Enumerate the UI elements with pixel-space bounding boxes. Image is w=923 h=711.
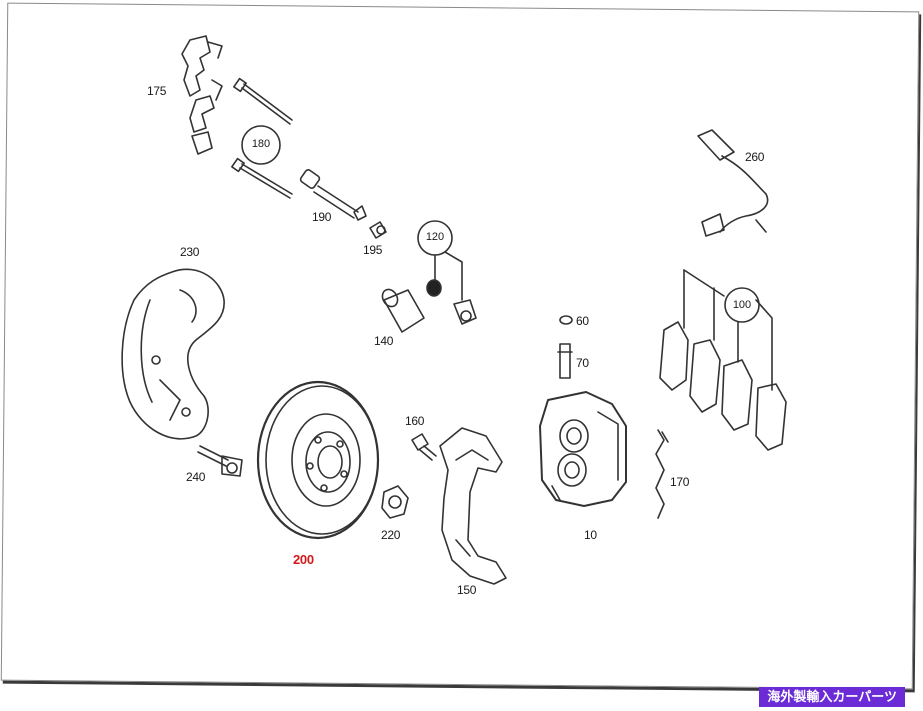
label-175: 175 — [147, 84, 167, 98]
brake-pads-100 — [659, 269, 787, 451]
label-260: 260 — [745, 150, 765, 164]
spring-170 — [655, 429, 669, 519]
brake-disc-200 — [256, 380, 380, 540]
pin-70 — [557, 343, 573, 379]
sleeve-140 — [381, 288, 425, 333]
label-190: 190 — [312, 210, 332, 224]
cap-60 — [559, 315, 573, 325]
label-160: 160 — [405, 414, 425, 428]
label-60: 60 — [576, 314, 589, 328]
label-195: 195 — [363, 243, 383, 257]
bolt-240 — [197, 445, 243, 477]
label-120: 120 — [425, 231, 445, 243]
nut-220 — [381, 485, 409, 519]
label-240: 240 — [186, 470, 206, 484]
caliper-bracket-150 — [439, 427, 507, 585]
label-10: 10 — [584, 528, 597, 542]
label-180: 180 — [251, 138, 271, 150]
guide-pins-180 — [231, 77, 293, 199]
label-70: 70 — [576, 356, 589, 370]
caliper-10 — [539, 391, 627, 507]
label-170: 170 — [670, 475, 690, 489]
label-230: 230 — [180, 245, 200, 259]
wear-sensor-260 — [697, 129, 769, 237]
clip-set-175 — [181, 35, 223, 155]
bolt-190 — [299, 169, 367, 221]
caps-120 — [417, 220, 477, 325]
label-150: 150 — [457, 583, 477, 597]
label-140: 140 — [374, 334, 394, 348]
label-200: 200 — [293, 552, 314, 567]
label-100: 100 — [732, 299, 752, 311]
label-220: 220 — [381, 528, 401, 542]
screw-195 — [369, 221, 387, 239]
dust-shield-230 — [121, 268, 225, 440]
import-parts-badge: 海外製輸入カーパーツ — [759, 687, 905, 707]
bolt-160 — [411, 433, 437, 461]
